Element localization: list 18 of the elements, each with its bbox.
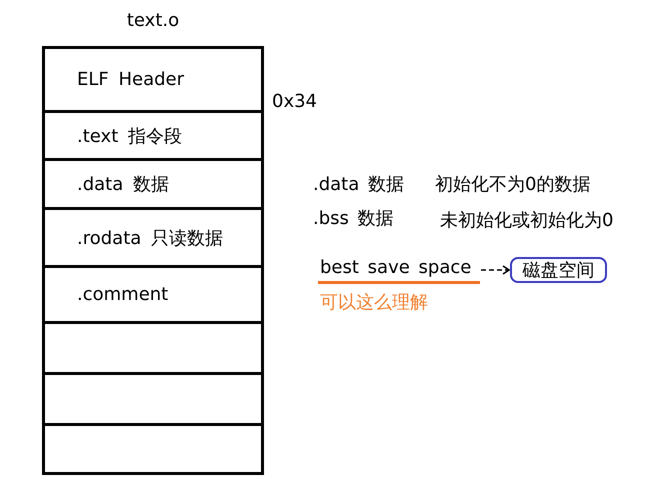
empty-row (42, 321, 264, 375)
section-row: .comment (42, 265, 264, 324)
rounded-box: 磁盘空间 (510, 257, 607, 283)
note-text: 可以这么理解 (320, 291, 428, 314)
section-row: .data 数据 (42, 158, 264, 210)
description-text: 未初始化或初始化为0 (440, 209, 614, 232)
empty-row (42, 423, 264, 475)
file-name: text.o (126, 10, 180, 31)
description-text: 初始化不为0的数据 (435, 173, 590, 196)
section-row: .rodata 只读数据 (42, 207, 264, 268)
empty-row (42, 372, 264, 426)
header-row: ELF Header (42, 46, 264, 113)
label-text: .bss 数据 (313, 207, 394, 230)
underlined-text: best save space (318, 256, 480, 284)
label-text: .data 数据 (313, 173, 404, 196)
section-row: .text 指令段 (42, 110, 264, 161)
arrow (481, 265, 510, 275)
address-label: 0x34 (272, 91, 318, 112)
